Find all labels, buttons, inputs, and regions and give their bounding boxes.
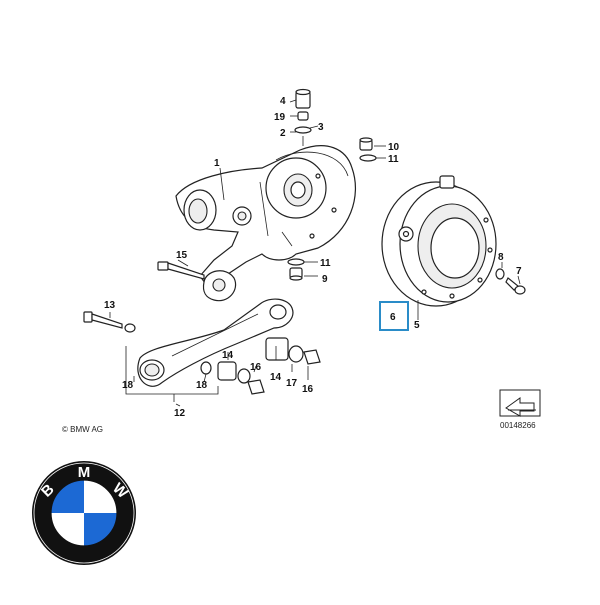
callout-16-left: 16	[250, 362, 262, 373]
callout-12: 12	[174, 408, 186, 419]
callout-10: 10	[388, 142, 400, 153]
filler-plug	[359, 137, 377, 162]
swing-arm-housing	[175, 145, 356, 302]
callout-17: 17	[286, 378, 298, 389]
callout-5: 5	[414, 320, 420, 331]
callout-9: 9	[322, 274, 328, 285]
bolt-15	[157, 261, 205, 280]
copyright-text: © BMW AG	[62, 425, 103, 434]
washer-bolt-7-8	[495, 268, 526, 295]
callout-11-bottom: 11	[320, 258, 331, 269]
leader-lines	[109, 99, 521, 383]
drawing-number: 00148266	[500, 421, 536, 430]
callout-3: 3	[318, 122, 324, 133]
group-bracket	[125, 346, 219, 407]
callout-18-left: 18	[122, 380, 134, 391]
reference-arrow-icon	[499, 389, 541, 417]
callout-16-right: 16	[302, 384, 314, 395]
callout-13: 13	[104, 300, 116, 311]
callout-19: 19	[274, 112, 286, 123]
housing-cover	[381, 175, 497, 307]
callout-1: 1	[214, 158, 220, 169]
bolt-13	[83, 311, 136, 333]
bushings	[200, 337, 321, 395]
callout-8: 8	[498, 252, 504, 263]
callout-4: 4	[280, 96, 286, 107]
drain-plug	[287, 258, 305, 281]
callout-11-top: 11	[388, 154, 399, 165]
callout-7: 7	[516, 266, 522, 277]
callout-14-left: 14	[222, 350, 234, 361]
callout-6: 6	[390, 312, 396, 323]
callout-15: 15	[176, 250, 188, 261]
torque-strut	[137, 298, 294, 387]
callout-2: 2	[280, 128, 286, 139]
callout-14-right: 14	[270, 372, 282, 383]
callout-18-right: 18	[196, 380, 208, 391]
highlight-box	[379, 301, 409, 331]
logo-letter-m: M	[78, 464, 91, 481]
bmw-logo: B M W	[32, 461, 136, 565]
pin-stack	[294, 88, 312, 146]
callout-labels: 1 2 3 4 19 10 11 15 11 9 8 7 13 6 5 14 1…	[104, 96, 522, 419]
